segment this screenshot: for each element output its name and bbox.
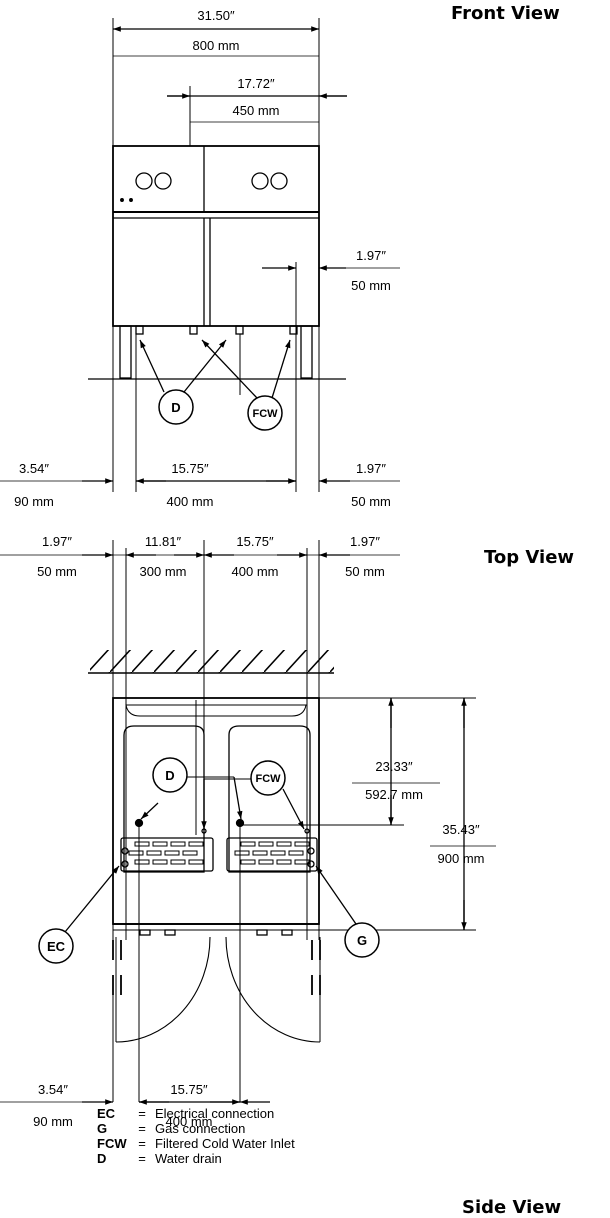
top-callout-d-circle (152, 757, 188, 793)
legend-equals: = (138, 1151, 146, 1166)
legend: EC = Electrical connection G = Gas conne… (97, 1106, 295, 1166)
top-callout-ec-circle (38, 928, 74, 964)
front-fcw-offset-in: 1.97″ (356, 248, 386, 263)
legend-equals: = (138, 1106, 146, 1121)
front-half-width-mm: 450 mm (233, 103, 280, 118)
front-callout-fcw-circle (247, 395, 283, 431)
legend-code: EC (97, 1106, 116, 1121)
top-dim-2-mm: 300 mm (140, 564, 187, 579)
front-callout-d: D (171, 400, 180, 415)
side-view-title: Side View (462, 1197, 562, 1218)
top-callout-ec: EC (47, 939, 66, 954)
legend-equals: = (138, 1121, 146, 1136)
legend-row-ec: EC = Electrical connection (97, 1106, 295, 1121)
top-callout-g-circle (344, 922, 380, 958)
top-overall-depth-in: 35.43″ (442, 822, 480, 837)
front-bottom-center-mm: 400 mm (167, 494, 214, 509)
top-view (0, 540, 496, 1105)
legend-code: FCW (97, 1136, 127, 1151)
front-half-width-in: 17.72″ (237, 76, 275, 91)
legend-description: Electrical connection (155, 1106, 275, 1121)
front-fcw-offset-mm: 50 mm (351, 278, 391, 293)
top-callout-fcw: FCW (255, 773, 281, 785)
top-dim-1-in: 1.97″ (42, 534, 72, 549)
front-overall-width-mm: 800 mm (193, 38, 240, 53)
legend-row-g: G = Gas connection (97, 1121, 295, 1136)
front-callout-d-circle (158, 389, 194, 425)
top-callout-d: D (165, 768, 174, 783)
top-depth-connections-mm: 592.7 mm (365, 787, 423, 802)
top-bottom-left-in: 3.54″ (38, 1082, 68, 1097)
legend-description: Filtered Cold Water Inlet (155, 1136, 295, 1151)
front-view-title: Front View (451, 3, 560, 24)
front-bottom-right-in: 1.97″ (356, 461, 386, 476)
top-dim-1-mm: 50 mm (37, 564, 77, 579)
top-depth-connections-in: 23.33″ (375, 759, 413, 774)
top-callout-g: G (357, 933, 367, 948)
top-bottom-center-in: 15.75″ (170, 1082, 208, 1097)
legend-description: Gas connection (155, 1121, 246, 1136)
top-bottom-left-mm: 90 mm (33, 1114, 73, 1129)
legend-code: G (97, 1121, 108, 1136)
top-dim-3-mm: 400 mm (232, 564, 279, 579)
legend-code: D (97, 1151, 107, 1166)
top-dim-2-in: 11.81″ (145, 534, 182, 549)
front-view (0, 18, 400, 492)
front-bottom-left-mm: 90 mm (14, 494, 54, 509)
legend-description: Water drain (155, 1151, 222, 1166)
top-callout-fcw-circle (250, 760, 286, 796)
top-view-title: Top View (484, 547, 575, 568)
front-bottom-left-in: 3.54″ (19, 461, 49, 476)
top-bottom-center-mm: 400 mm (166, 1114, 213, 1129)
front-bottom-right-mm: 50 mm (351, 494, 391, 509)
top-dim-4-in: 1.97″ (350, 534, 380, 549)
top-dim-4-mm: 50 mm (345, 564, 385, 579)
front-bottom-center-in: 15.75″ (171, 461, 209, 476)
legend-equals: = (138, 1136, 146, 1151)
top-overall-depth-mm: 900 mm (438, 851, 485, 866)
legend-row-d: D = Water drain (97, 1151, 295, 1166)
top-dim-3-in: 15.75″ (236, 534, 274, 549)
front-overall-width-in: 31.50″ (197, 8, 235, 23)
front-callout-fcw: FCW (252, 408, 278, 420)
legend-row-fcw: FCW = Filtered Cold Water Inlet (97, 1136, 295, 1151)
